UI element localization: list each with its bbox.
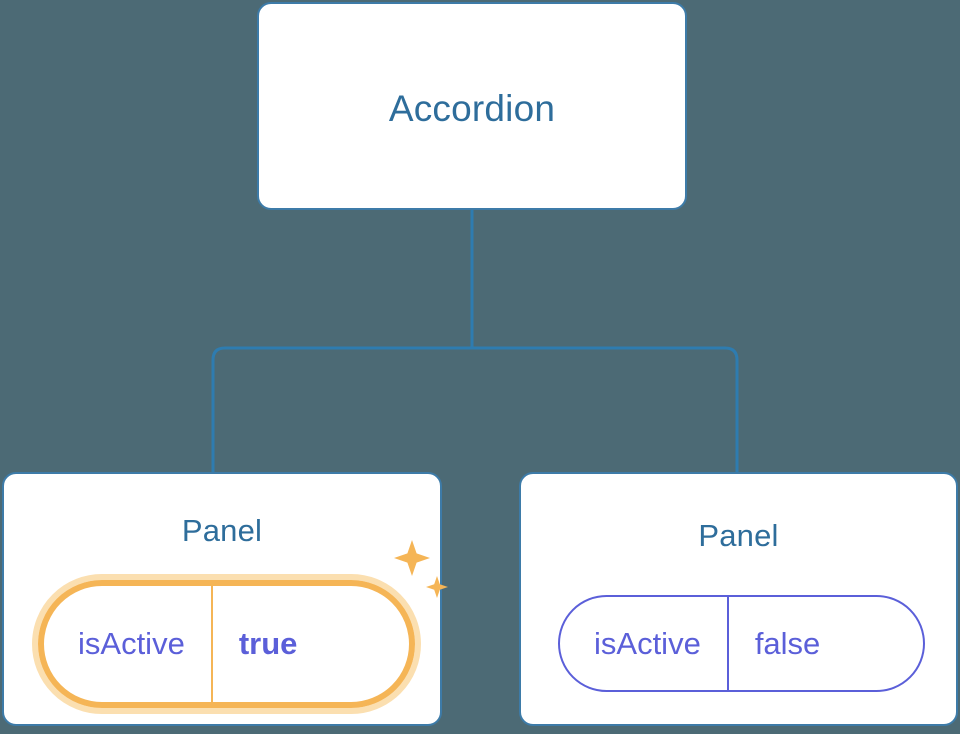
prop-divider [210,586,213,702]
pill-highlight-glow [32,574,421,714]
prop-value-label: true [238,626,298,661]
prop-key-label: isActive [594,625,701,661]
prop-pill-isactive-false[interactable]: isActive false [558,595,925,692]
node-panel-inactive-title: Panel [698,518,779,553]
connector-branch-right [472,346,739,472]
node-panel-active[interactable]: Panel isActive true [2,472,448,726]
node-accordion-title: Accordion [388,88,556,129]
pill-highlight-ring: isActive true [38,580,415,708]
prop-pill-isactive-true[interactable]: isActive true [32,574,421,714]
node-panel-active-title: Panel [181,513,263,548]
node-accordion[interactable]: Accordion [257,2,687,210]
sparkle-small-icon [426,576,448,598]
prop-value-label: false [754,625,821,661]
connector-branch-left [211,346,472,472]
prop-divider [726,597,729,690]
node-panel-inactive[interactable]: Panel isActive false [519,472,958,726]
prop-key-label: isActive [78,626,185,661]
